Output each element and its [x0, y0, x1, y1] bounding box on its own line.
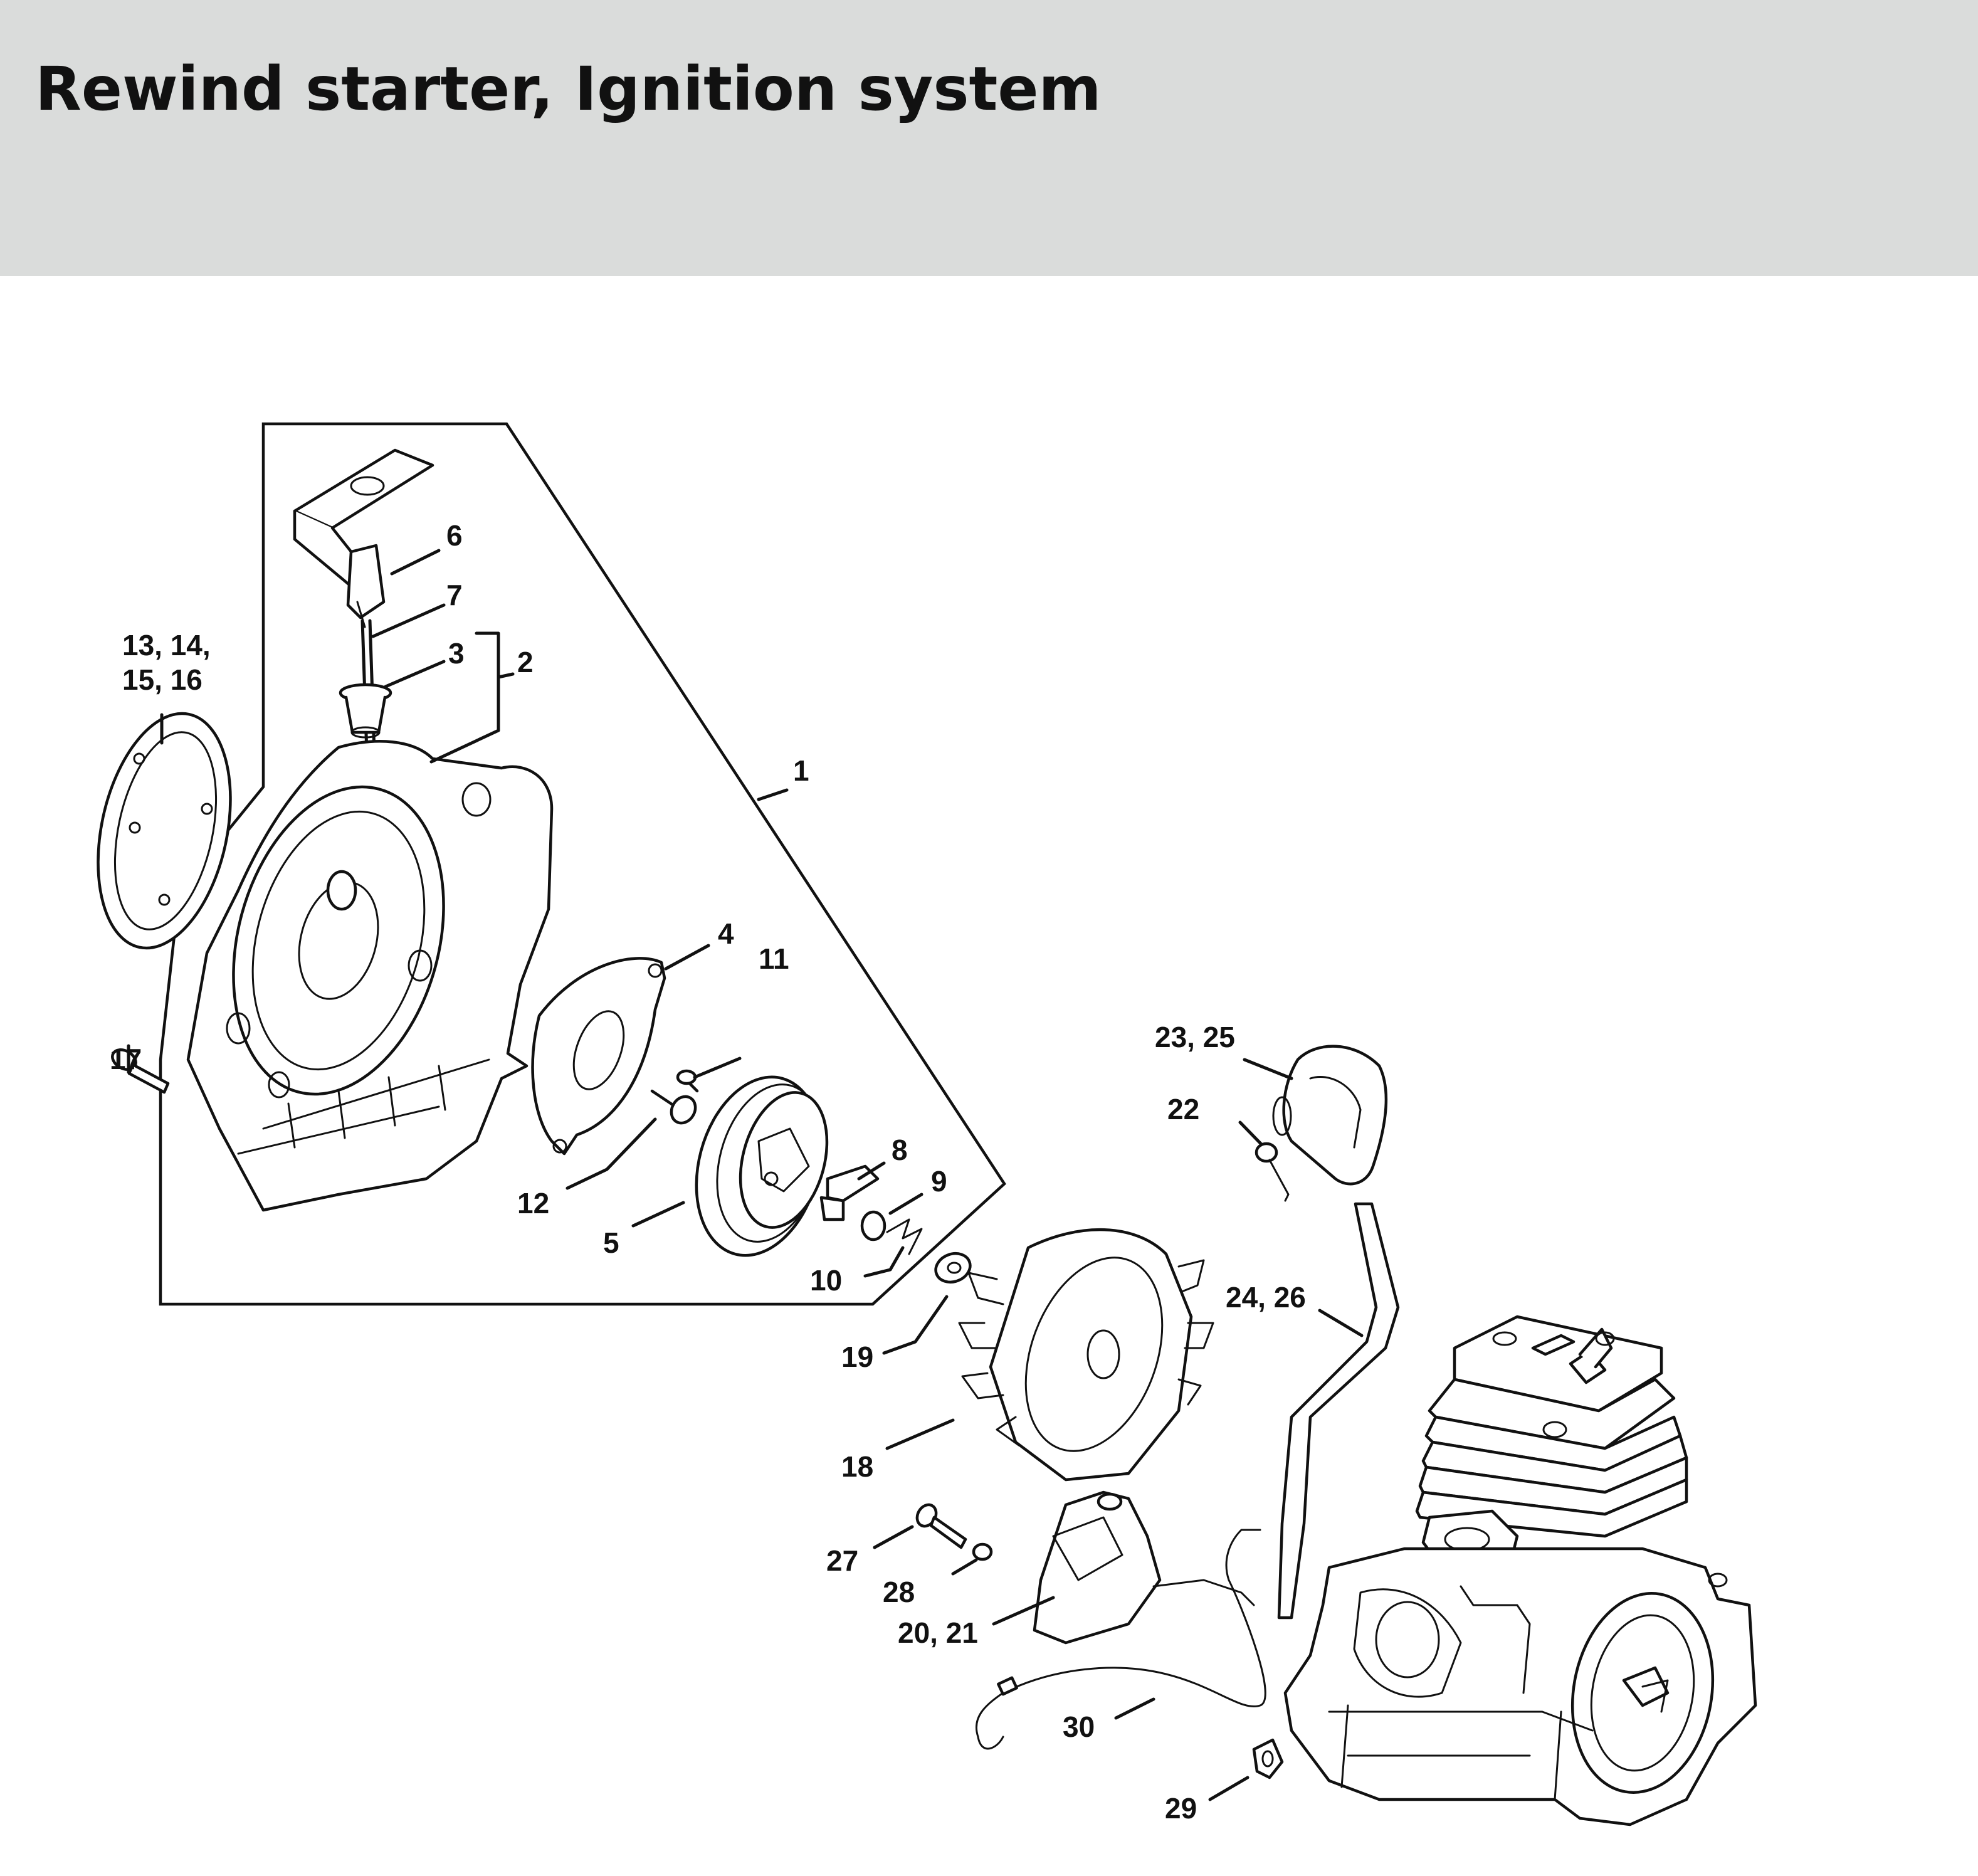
callout-6: 6	[446, 519, 463, 552]
rope-rotor	[695, 1075, 829, 1257]
callout-28: 28	[883, 1576, 915, 1608]
callout-20-21: 20, 21	[898, 1616, 978, 1649]
torsion-spring	[1255, 1142, 1290, 1202]
spring-clip	[886, 1218, 923, 1255]
callout-8: 8	[892, 1134, 908, 1166]
washer-9	[860, 1210, 886, 1241]
screw-12	[650, 1089, 697, 1125]
callout-27: 27	[826, 1544, 858, 1577]
callout-11: 11	[759, 942, 789, 975]
nut-19	[934, 1252, 972, 1284]
rope-guide-bush	[339, 683, 392, 739]
assembly-frame	[159, 422, 1006, 1306]
callout-30: 30	[1063, 1710, 1095, 1743]
page-title: Rewind starter, Ignition system	[35, 54, 1102, 124]
callout-3: 3	[448, 637, 465, 670]
spacer-plate	[97, 712, 232, 950]
screw-27	[915, 1503, 967, 1549]
ignition-module	[1033, 1490, 1255, 1645]
grommet	[1252, 1738, 1284, 1779]
callout-5: 5	[603, 1226, 619, 1259]
header-band	[0, 0, 1978, 276]
callout-17: 17	[110, 1043, 142, 1075]
callout-13-16-line1: 13, 14,	[122, 629, 211, 661]
callout-9: 9	[931, 1165, 947, 1198]
callout-2: 2	[517, 646, 534, 678]
callout-18: 18	[841, 1450, 873, 1483]
callout-19: 19	[841, 1341, 873, 1373]
callout-10: 10	[810, 1264, 842, 1297]
fan-housing	[186, 740, 554, 1212]
callout-23-25: 23, 25	[1155, 1021, 1235, 1053]
control-knob	[1272, 1045, 1388, 1186]
callout-24-26: 24, 26	[1226, 1281, 1306, 1314]
callout-4: 4	[718, 917, 734, 950]
callout-1: 1	[793, 754, 809, 787]
leader-lines	[127, 549, 1364, 1801]
callout-22: 22	[1167, 1093, 1199, 1125]
callout-12: 12	[517, 1187, 549, 1220]
washer-28	[972, 1542, 993, 1561]
spring-cover	[531, 957, 666, 1156]
starter-grip	[293, 448, 434, 628]
flywheel	[958, 1228, 1214, 1482]
callout-29: 29	[1165, 1792, 1197, 1825]
callout-7: 7	[446, 579, 463, 611]
throttle-rod	[1277, 1202, 1400, 1620]
engine-block	[1283, 1315, 1757, 1826]
callout-13-16-line2: 15, 16	[122, 663, 203, 696]
screw-11	[676, 1069, 699, 1093]
